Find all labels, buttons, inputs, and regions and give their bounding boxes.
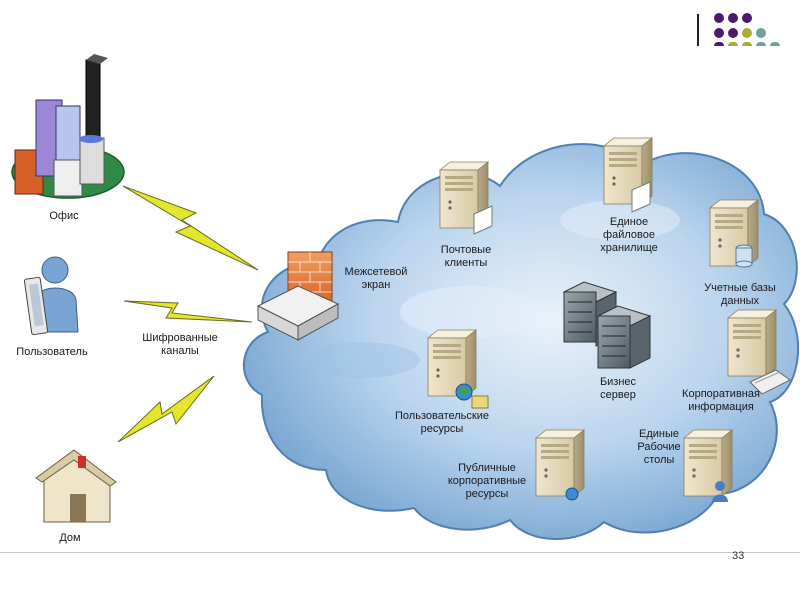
label-user-resources: Пользовательские ресурсы — [395, 410, 489, 435]
slide-bottom-rule — [0, 552, 800, 553]
network-cloud — [242, 143, 800, 540]
slide-accent-dot — [714, 13, 724, 23]
label-unified-desktops: Единые Рабочие столы — [637, 428, 681, 466]
label-databases: Учетные базы данных — [704, 282, 776, 307]
corporate-info-server-icon — [727, 309, 791, 395]
user-with-tablet-icon — [23, 256, 79, 336]
slide-accent-dot — [742, 28, 752, 38]
house-icon — [35, 449, 117, 523]
databases-server-icon — [709, 199, 759, 268]
slide-accent-dot — [728, 13, 738, 23]
mail-clients-server-icon — [439, 161, 493, 235]
label-user: Пользователь — [16, 346, 88, 358]
unified-desktops-server-icon — [683, 429, 733, 502]
slide-accent-dot — [756, 28, 766, 38]
slide-accent-dot — [728, 42, 738, 46]
label-file-storage: Единое файловое хранилище — [600, 216, 658, 254]
label-corporate-info: Корпоративная информация — [682, 388, 760, 413]
user-resources-server-icon — [427, 329, 489, 409]
label-encrypted-channels: Шифрованные каналы — [142, 332, 218, 357]
slide-accent-rule — [697, 14, 699, 46]
label-home: Дом — [59, 532, 81, 544]
label-firewall: Межсетевой экран — [344, 266, 408, 291]
encrypted-channel-bolt-middle — [123, 300, 253, 323]
slide-accent-dot — [728, 28, 738, 38]
encrypted-channel-bolt-top — [122, 185, 259, 271]
slide-accent-dot — [714, 42, 724, 46]
slide-accent-dot — [742, 42, 752, 46]
slide-accent-dot — [770, 42, 780, 46]
office-buildings-icon — [11, 54, 125, 199]
encrypted-channel-bolt-bottom — [117, 375, 215, 443]
slide-accent-dot — [756, 42, 766, 46]
slide-accent-dot — [714, 28, 724, 38]
label-business-server: Бизнес сервер — [599, 376, 637, 401]
file-storage-server-icon — [603, 137, 653, 213]
business-server-rack-icon — [562, 281, 652, 369]
label-mail-clients: Почтовые клиенты — [440, 244, 492, 269]
label-office: Офис — [49, 210, 79, 222]
page-number: 33 — [732, 550, 745, 562]
label-public-resources: Публичные корпоративные ресурсы — [447, 462, 527, 500]
public-resources-server-icon — [535, 429, 585, 501]
slide-accent-dot — [742, 13, 752, 23]
firewall-router-icon — [256, 251, 340, 341]
